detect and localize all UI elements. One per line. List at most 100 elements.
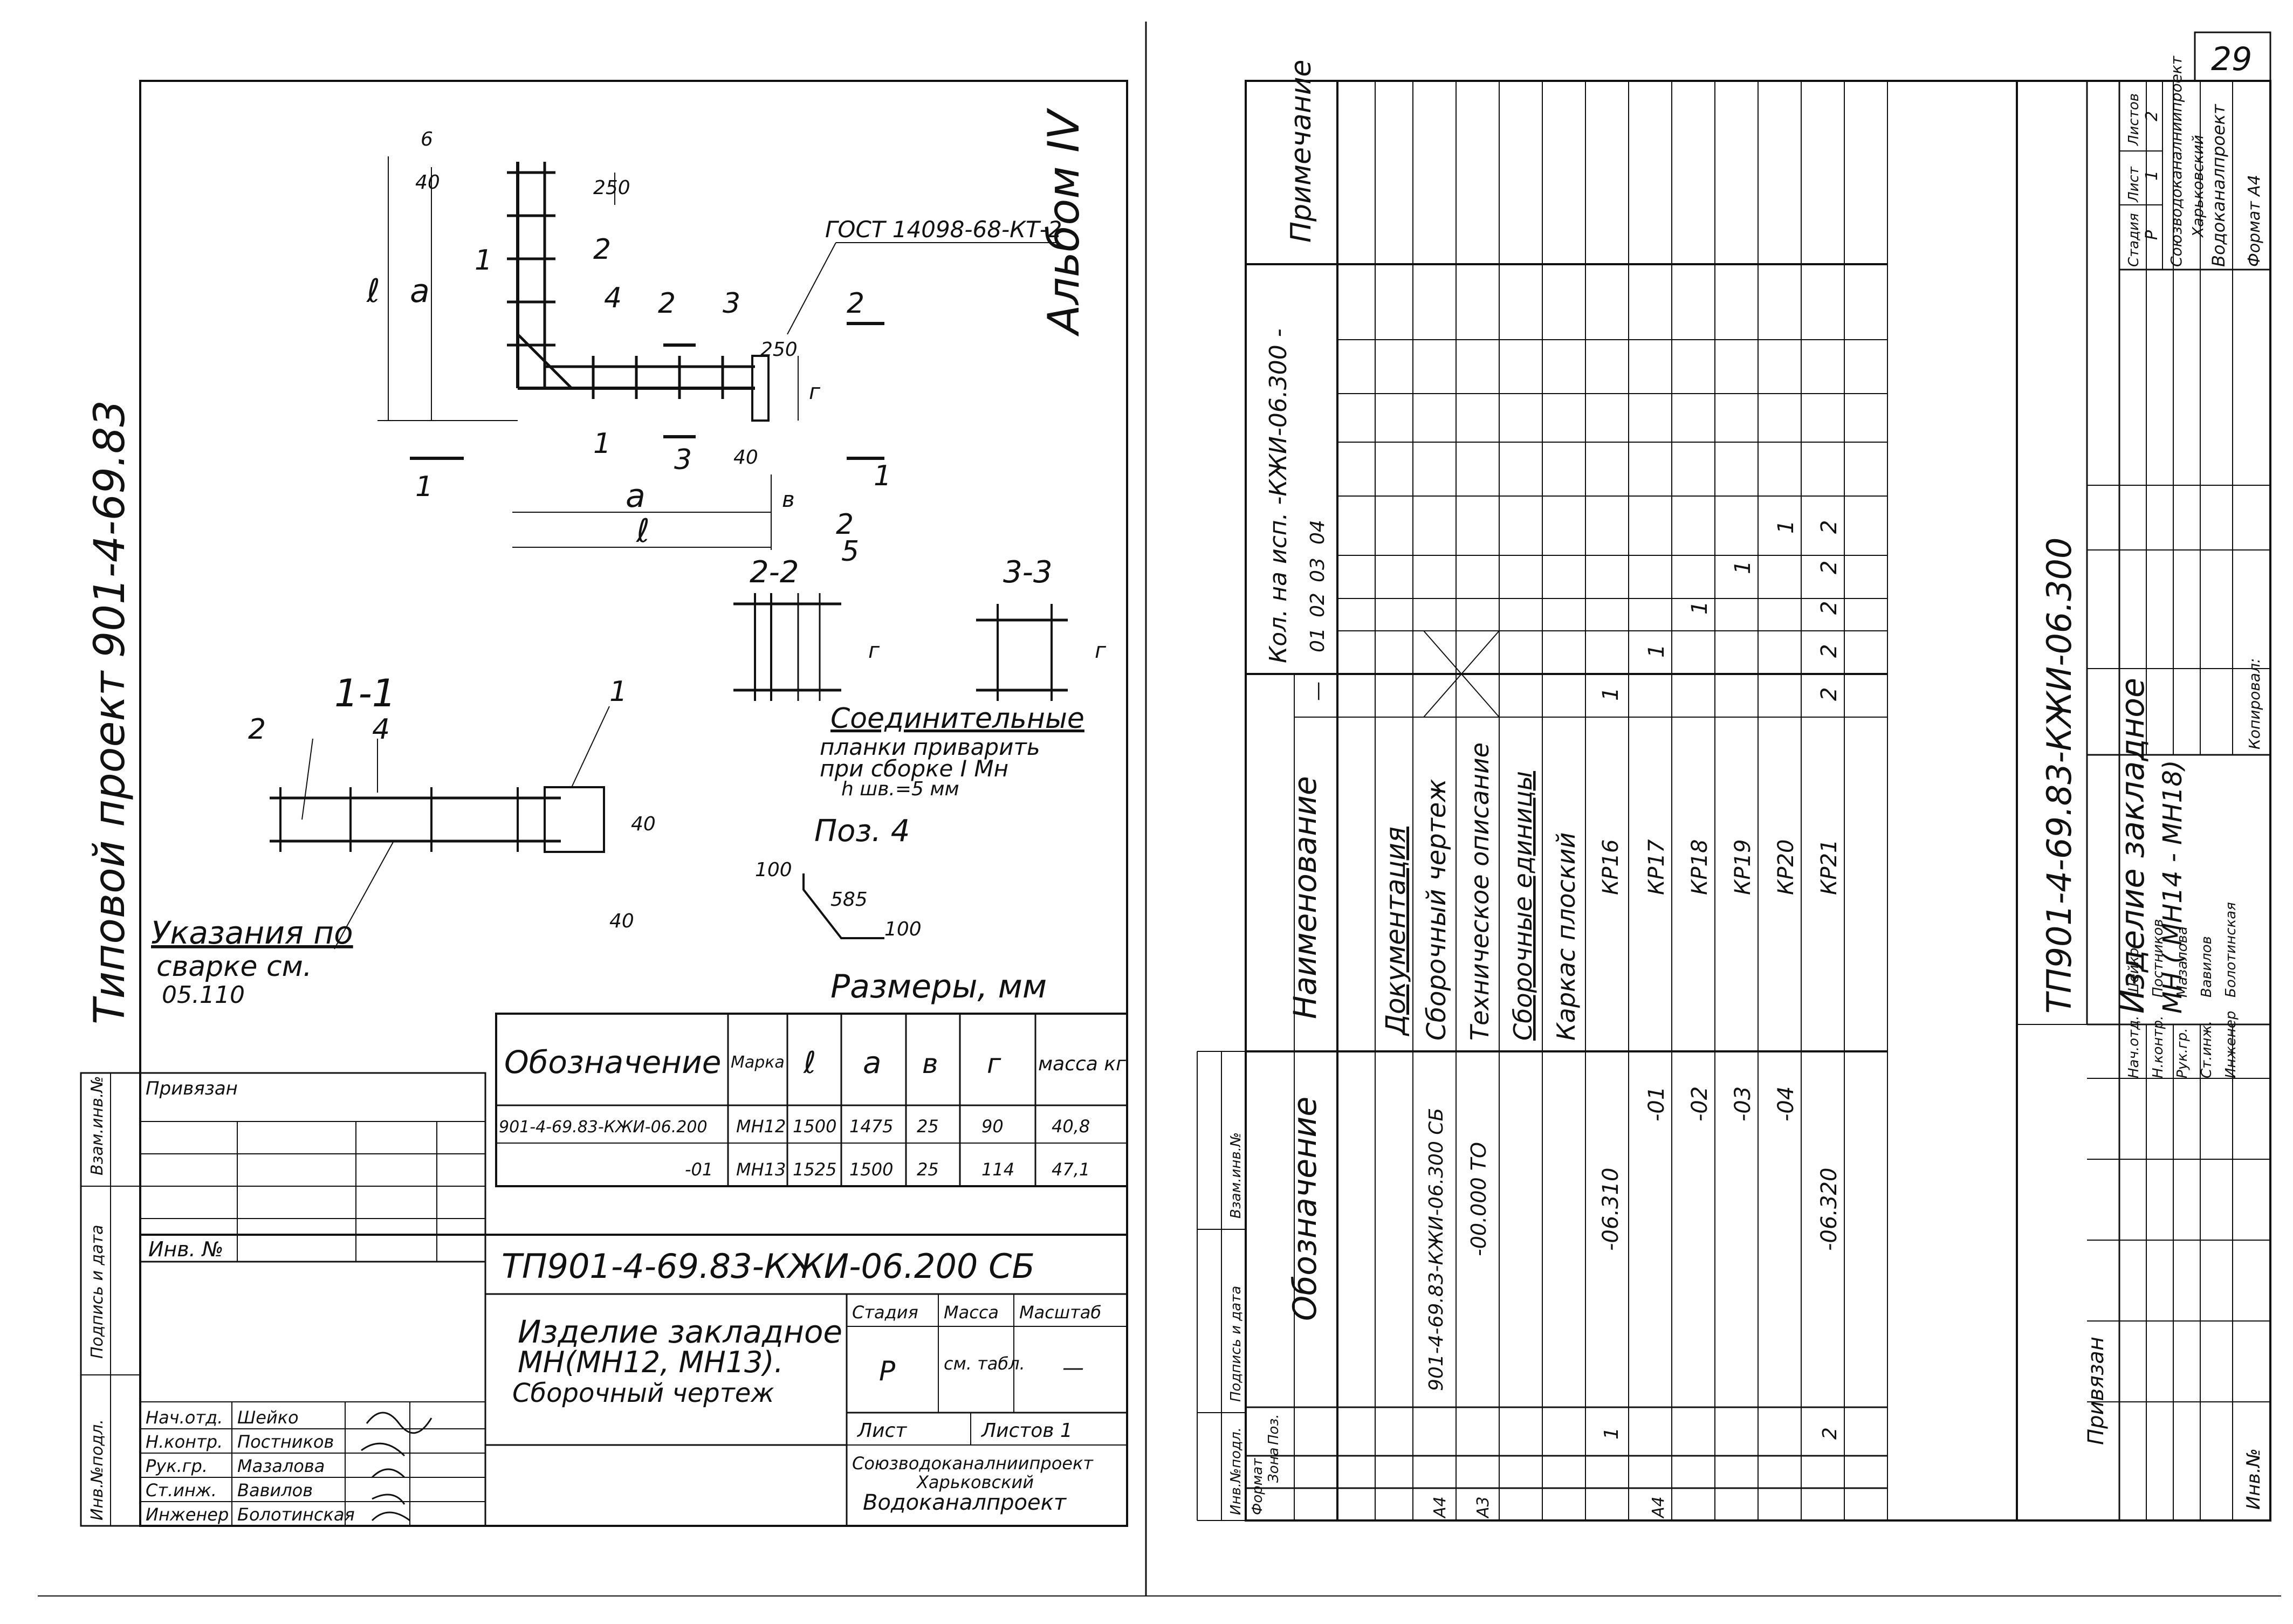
stamp-person: Постников <box>237 1432 334 1452</box>
spec-row-qty: 2 <box>1817 601 1842 615</box>
callout-2a: 2 <box>593 233 611 266</box>
ptable-header-r: г <box>987 1048 1001 1079</box>
s11-dim-40-b: 40 <box>609 910 634 932</box>
ptable-header-l: ℓ <box>803 1045 816 1081</box>
ptable-cell: МН13 <box>736 1159 786 1180</box>
right-stamp-org-1: Союзводоканалниипроект <box>2167 56 2185 267</box>
sizes-note: Размеры, мм <box>830 968 1047 1006</box>
ptable-cell: 47,1 <box>1052 1159 1090 1180</box>
left-title-line1: Изделие закладное <box>518 1313 842 1350</box>
ptable-cell: 40,8 <box>1052 1116 1090 1137</box>
frame-elevation <box>377 156 1057 550</box>
stamp-role: Ст.инж. <box>146 1480 217 1501</box>
right-copied: Копировал: <box>2246 658 2263 749</box>
right-inv-no: Инв.№ <box>2243 1448 2264 1510</box>
ptable-cell: 25 <box>917 1116 939 1137</box>
spec-row-name: КР17 <box>1644 839 1669 895</box>
dim-40-b: 40 <box>733 446 758 469</box>
dim-l-vertical: ℓ <box>366 272 380 310</box>
pos4-title: Поз. 4 <box>814 814 910 849</box>
spec-row-qty: 1 <box>1598 687 1623 701</box>
pos4-dim-585: 585 <box>830 889 868 911</box>
right-title-block <box>2016 81 2270 1520</box>
spec-row-qty: 1 <box>1774 520 1798 534</box>
callout-5: 5 <box>841 535 859 568</box>
left-side-label-podpis: Подпись и дата <box>88 1225 107 1359</box>
right-stamp-sheets-h: Листов <box>2126 93 2142 146</box>
parameter-table <box>495 1013 1128 1187</box>
dim-250-a: 250 <box>593 177 630 199</box>
left-stamp-org-1: Союзводоканалниипроект <box>852 1453 1094 1474</box>
s33-dim-r: г <box>1095 638 1107 663</box>
weld-note-1: Указания по <box>151 914 353 951</box>
ptable-cell: 90 <box>981 1116 1004 1137</box>
stamp-person: Вавилов <box>237 1480 313 1501</box>
spec-table <box>1246 81 1888 1520</box>
dim-l-horizontal: ℓ <box>636 512 650 550</box>
spec-row-name: Техническое описание <box>1465 742 1494 1041</box>
spec-row-designation: -04 <box>1774 1086 1798 1121</box>
left-title-line3: Сборочный чертеж <box>512 1378 774 1408</box>
right-format: Формат А4 <box>2245 175 2264 267</box>
stamp-role: Н.контр. <box>146 1432 223 1452</box>
connect-note-1: Соединительные <box>830 703 1084 735</box>
dim-r: г <box>809 380 821 404</box>
qty-col-header: 03 <box>1307 558 1329 582</box>
left-sheet: Альбом IV Типовой проект 901-4-69.83 1 2… <box>38 22 2281 1597</box>
stamp-person: Мазалова <box>2174 926 2191 997</box>
ptable-cell: 1475 <box>849 1116 893 1137</box>
stamp-role: Рук.гр. <box>146 1456 208 1476</box>
section-mark-1b: 1 <box>874 460 891 492</box>
callout-4: 4 <box>604 282 622 314</box>
left-stamp-sheet: Лист <box>856 1420 907 1442</box>
right-privyazan: Привязан <box>2084 1337 2109 1445</box>
spec-row-designation: -06.310 <box>1598 1168 1623 1251</box>
stamp-role: Инженер <box>146 1504 229 1525</box>
spec-row-format: А3 <box>1474 1496 1493 1519</box>
section-mark-1a: 1 <box>415 471 433 503</box>
ptable-header-b: в <box>922 1048 938 1079</box>
pos4-dim-100b: 100 <box>884 918 922 940</box>
ptable-cell: 25 <box>917 1159 939 1180</box>
signature-marks <box>361 1412 432 1522</box>
section-mark-2a: 2 <box>847 287 864 320</box>
spec-row-designation: -00.000 ТО <box>1467 1142 1491 1256</box>
spec-row-name: Каркас плоский <box>1551 832 1581 1041</box>
left-title-line2: МН(МН12, МН13). <box>518 1345 784 1379</box>
ptable-header-designation: Обозначение <box>504 1044 721 1081</box>
gost-note: ГОСТ 14098-68-КТ-2 <box>825 216 1062 243</box>
left-stamp-people: Нач.отд. Шейко Н.контр. Постников Рук.гр… <box>146 1407 355 1525</box>
right-sheet: 29 Формат Зона Поз. Обозначение Наименов… <box>1197 31 2271 1522</box>
right-stamp-people: Нач.отд. Шейко Н.контр. Постников Рук.гр… <box>2126 902 2239 1078</box>
left-stamp-org-2: Харьковский <box>916 1472 1034 1492</box>
right-stamp-sheet: 1 <box>2143 170 2161 181</box>
dim-a-vertical: a <box>410 272 430 310</box>
ptable-header-mark: Марка <box>731 1053 785 1072</box>
weld-note-2: сварке см. <box>156 951 312 983</box>
stamp-person: Мазалова <box>237 1456 325 1476</box>
spec-header-designation: Обозначение <box>1286 1097 1324 1321</box>
spec-header-note: Примечание <box>1285 60 1317 243</box>
right-lower-grid <box>2087 1024 2270 1520</box>
spec-row-pos: 2 <box>1819 1427 1841 1440</box>
spec-row-name: КР18 <box>1687 839 1712 895</box>
s11-dim-40: 40 <box>631 813 656 835</box>
dim-250-b: 250 <box>760 339 798 361</box>
spec-row-qty: 1 <box>1687 601 1712 615</box>
stamp-role: Нач.отд. <box>146 1407 223 1428</box>
spec-header-zone: Зона <box>1266 1447 1282 1483</box>
ptable-cell: 1500 <box>793 1116 836 1137</box>
stamp-role: Н.контр. <box>2150 1016 2166 1078</box>
stamp-person: Постников <box>2150 919 2166 997</box>
left-stamp-mass-h: Масса <box>944 1302 999 1323</box>
spec-row-qty: 1 <box>1644 644 1669 658</box>
callout-3b: 3 <box>674 444 692 476</box>
stamp-person: Болотинская <box>2223 902 2239 997</box>
spec-row-name: КР19 <box>1731 839 1755 895</box>
spec-qty-col-headers: — 01 02 03 04 <box>1307 520 1329 701</box>
qty-col-header: — <box>1307 682 1329 701</box>
s11-callout-1: 1 <box>609 676 627 708</box>
right-stamp-stage-h: Стадия <box>2126 213 2142 267</box>
connect-note-4: h шв.=5 мм <box>841 778 959 800</box>
spec-row-name: КР21 <box>1817 839 1842 895</box>
